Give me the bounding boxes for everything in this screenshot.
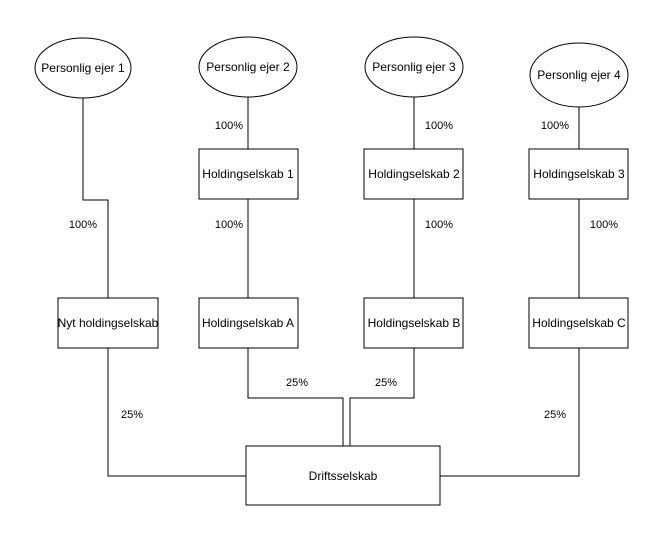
owner-node-3: Personlig ejer 3 bbox=[364, 36, 464, 98]
edge-owner1-new-holding bbox=[82, 98, 109, 298]
operating-company-label: Driftsselskab bbox=[309, 469, 378, 483]
edge-holdingA-operating bbox=[247, 348, 344, 446]
pct-holdingC-operating: 25% bbox=[544, 409, 566, 421]
new-holding-node: Nyt holdingselskab bbox=[57, 297, 159, 349]
owner-4-label: Personlig ejer 4 bbox=[537, 68, 621, 82]
pct-owner1-new-holding: 100% bbox=[69, 219, 97, 231]
owner-node-2: Personlig ejer 2 bbox=[198, 36, 298, 98]
pct-holdingA-operating: 25% bbox=[286, 377, 308, 389]
pct-owner3-holding2: 100% bbox=[425, 120, 453, 132]
owner-node-1: Personlig ejer 1 bbox=[34, 37, 132, 99]
pct-holding2-holdingB: 100% bbox=[425, 219, 453, 231]
pct-new-holding-operating: 25% bbox=[121, 409, 143, 421]
pct-holding1-holdingA: 100% bbox=[215, 219, 243, 231]
holding-node-b: Holdingselskab B bbox=[363, 297, 464, 349]
holding-node-2: Holdingselskab 2 bbox=[363, 148, 464, 200]
pct-holdingB-operating: 25% bbox=[375, 377, 397, 389]
owner-node-4: Personlig ejer 4 bbox=[529, 42, 629, 108]
ownership-labels: 100% 100% 100% 100% 100% 100% 100% 25% 2… bbox=[69, 120, 618, 421]
holding-2-label: Holdingselskab 2 bbox=[368, 167, 460, 181]
holding-c-label: Holdingselskab C bbox=[532, 316, 626, 330]
holding-a-label: Holdingselskab A bbox=[202, 316, 294, 330]
holding-3-label: Holdingselskab 3 bbox=[533, 167, 625, 181]
pct-holding3-holdingC: 100% bbox=[590, 219, 618, 231]
edge-holdingC-operating bbox=[440, 348, 580, 477]
pct-owner4-holding3: 100% bbox=[541, 120, 569, 132]
holding-node-1: Holdingselskab 1 bbox=[198, 148, 299, 200]
edge-holdingB-operating bbox=[349, 348, 415, 446]
new-holding-label: Nyt holdingselskab bbox=[58, 316, 159, 330]
owner-1-label: Personlig ejer 1 bbox=[41, 61, 125, 75]
holding-1-label: Holdingselskab 1 bbox=[202, 167, 294, 181]
holding-b-label: Holdingselskab B bbox=[368, 316, 461, 330]
owner-3-label: Personlig ejer 3 bbox=[372, 60, 456, 74]
holding-node-3: Holdingselskab 3 bbox=[528, 148, 629, 200]
owner-2-label: Personlig ejer 2 bbox=[206, 60, 290, 74]
holding-node-c: Holdingselskab C bbox=[528, 297, 629, 349]
operating-company-node: Driftsselskab bbox=[245, 445, 441, 506]
connectors bbox=[82, 97, 580, 477]
holding-node-a: Holdingselskab A bbox=[198, 297, 299, 349]
pct-owner2-holding1: 100% bbox=[215, 120, 243, 132]
edge-new-holding-operating bbox=[107, 348, 246, 477]
